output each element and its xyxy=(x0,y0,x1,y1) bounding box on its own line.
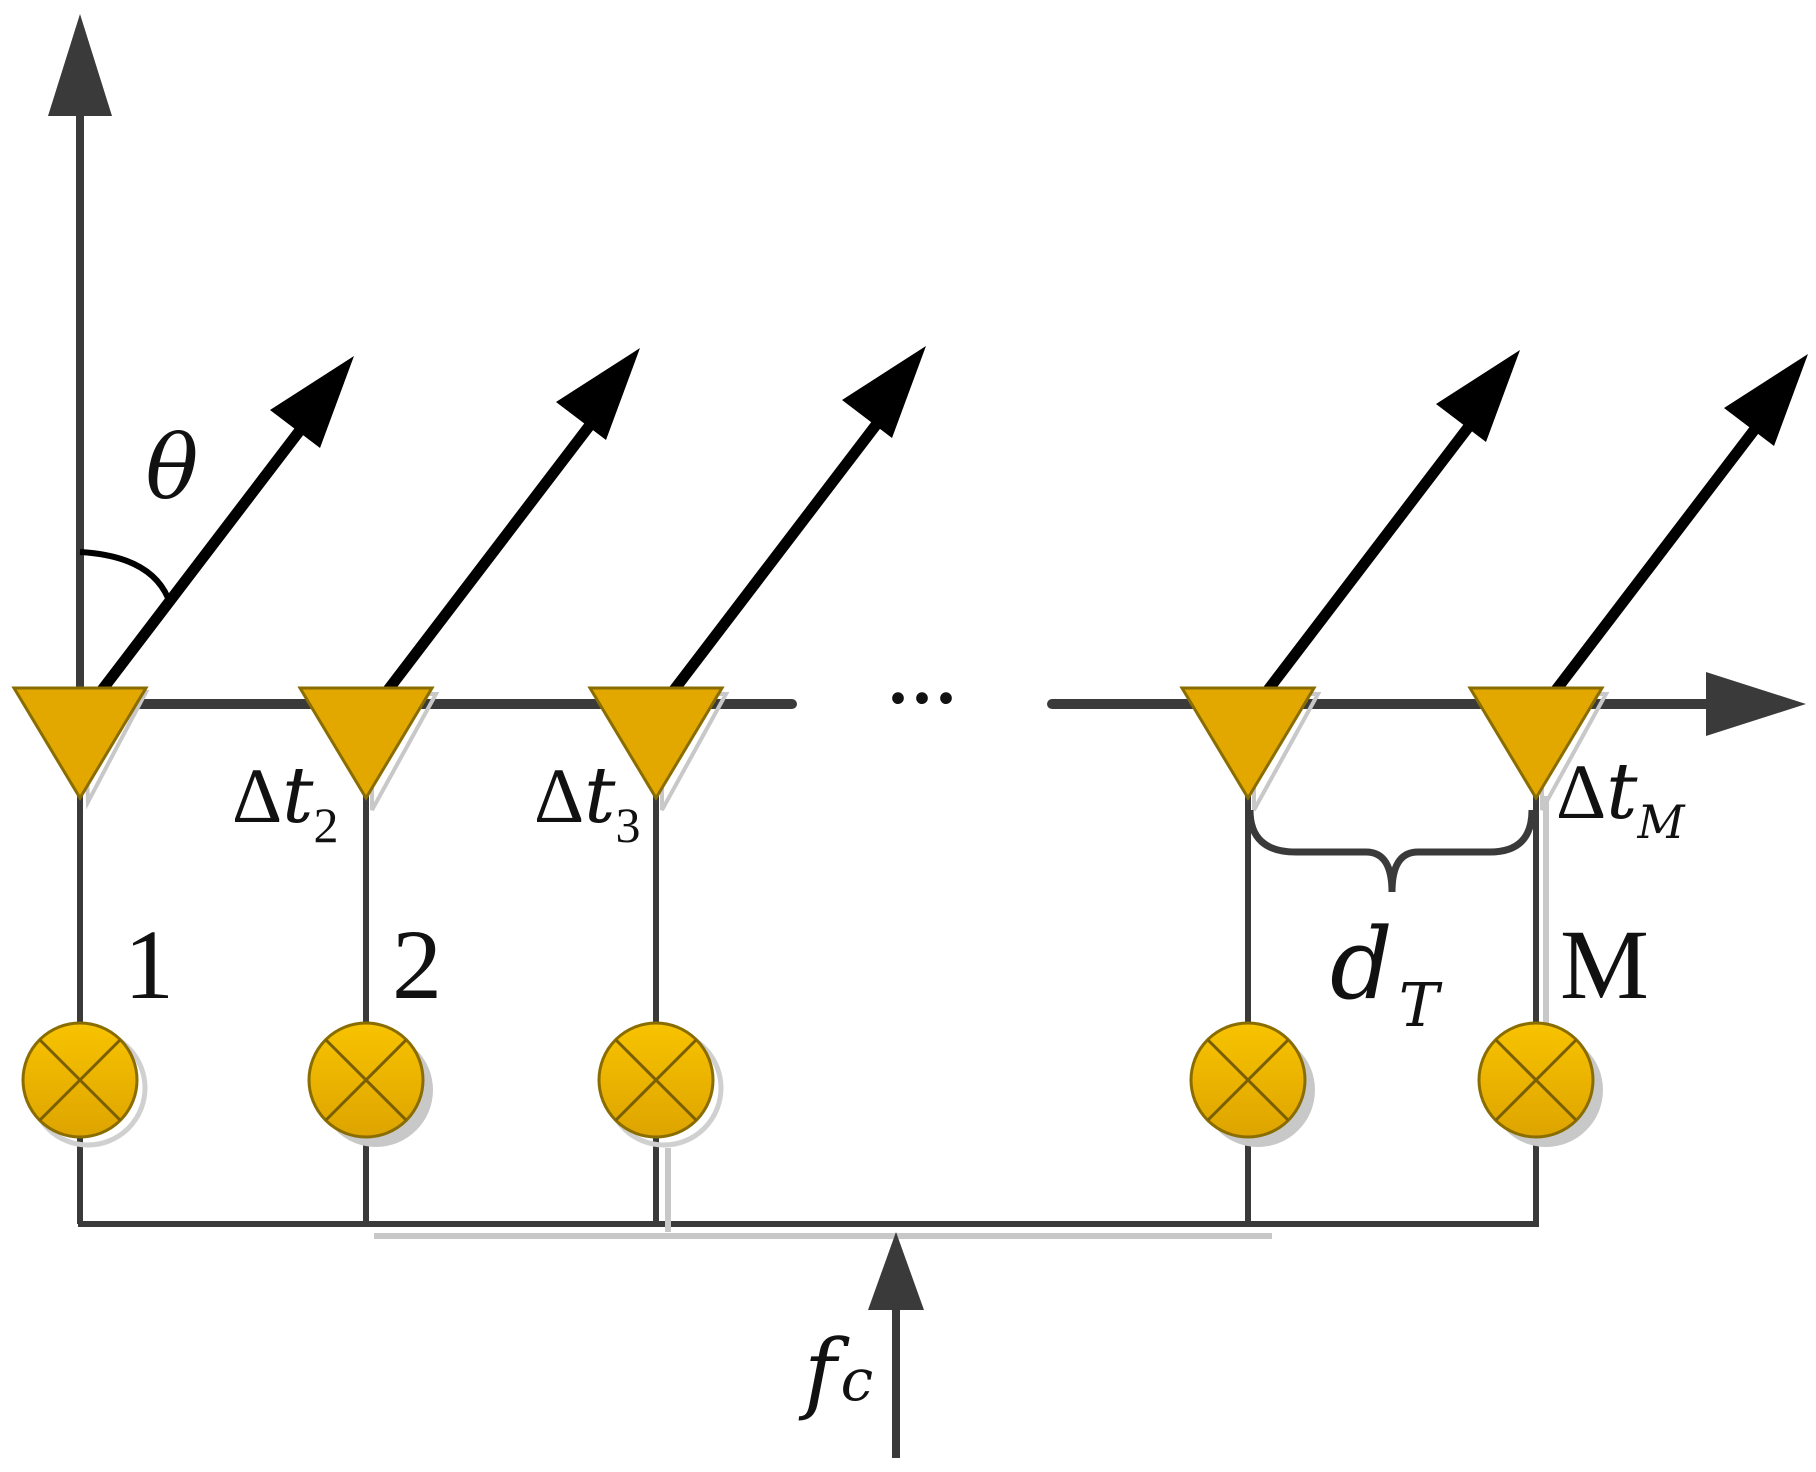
antenna-4-icon xyxy=(1179,686,1317,801)
antenna-3-icon xyxy=(587,686,725,801)
antennas xyxy=(11,686,1610,811)
vertical-axis-arrowhead-icon xyxy=(48,14,112,116)
mixer-4 xyxy=(1189,1021,1315,1147)
theta-arc xyxy=(79,549,171,600)
mixer-1 xyxy=(21,1021,148,1148)
horizontal-axis-arrowhead-icon xyxy=(1706,672,1806,736)
beam-arrow-3 xyxy=(669,346,926,694)
antenna-2-icon xyxy=(297,686,435,801)
antenna-4 xyxy=(1179,686,1322,811)
shadow-lines xyxy=(374,796,1549,1239)
delay-label-3: Δt3 xyxy=(534,751,641,853)
delay-label-2: Δt2 xyxy=(232,751,339,853)
element-number-m: M xyxy=(1560,909,1649,1020)
mixer-2 xyxy=(307,1021,433,1147)
beam-arrows xyxy=(97,346,1808,694)
antenna-1-icon xyxy=(11,686,149,801)
feed-input-arrow xyxy=(868,1232,924,1458)
spacing-brace xyxy=(1246,809,1536,893)
antenna-5 xyxy=(1467,686,1610,811)
mixer-5 xyxy=(1477,1021,1603,1147)
beam-arrow-4 xyxy=(1263,350,1520,694)
delay-label-m: ΔtM xyxy=(1556,747,1687,849)
feed-input-arrowhead-icon xyxy=(868,1232,924,1310)
element-number-1: 1 xyxy=(124,909,174,1020)
antenna-2 xyxy=(297,686,440,811)
ellipsis-label: ··· xyxy=(886,658,958,738)
beam-arrow-1 xyxy=(97,356,354,694)
vertical-axis xyxy=(48,14,112,690)
antenna-1 xyxy=(11,686,150,810)
antenna-5-icon xyxy=(1467,686,1605,801)
beam-arrow-2 xyxy=(383,348,640,694)
feed-lines xyxy=(77,796,1539,1227)
fc-label: fc xyxy=(798,1320,873,1423)
mixers xyxy=(21,1021,1603,1148)
mixer-3 xyxy=(597,1021,724,1148)
theta-label: θ xyxy=(146,416,199,519)
beam-arrow-5 xyxy=(1551,354,1808,694)
element-number-2: 2 xyxy=(392,909,442,1020)
antenna-3 xyxy=(587,686,730,811)
